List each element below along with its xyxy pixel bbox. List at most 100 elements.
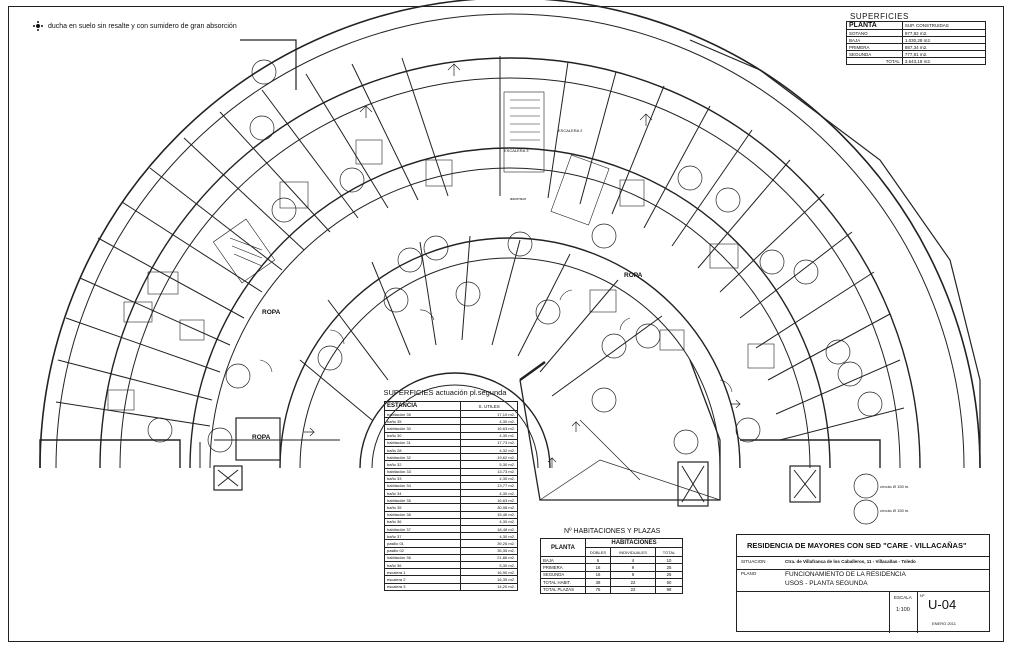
cell: habitación 36 [383,510,462,519]
cell: baño 36 [383,517,462,527]
cell: habitación 32 [383,453,462,462]
col-estancia: ESTANCIA [383,401,462,411]
cell: SEGUNDA [846,50,903,58]
cell: 887,34 m2. [901,43,987,51]
cell: 3.643,18 m2. [901,57,987,65]
cell: habitación 30 [383,424,462,433]
cell: 17,73 m2. [460,438,518,447]
cell: 6 [585,555,611,565]
cell: TOTAL HABIT. [540,578,586,587]
cell: baño 36 [383,560,462,570]
cell: 60 [655,578,683,587]
cell: habitación 36 [383,553,462,562]
ropa-bottom-label: ROPA [252,434,271,441]
col-s-utiles: S. UTILES [460,401,518,411]
plano-row: PLANO FUNCIONAMIENTO DE LA RESIDENCIA US… [737,569,989,592]
cell: 1.030,28 m2. [901,36,987,44]
situacion-label: SITUACION [741,559,766,564]
project-title: RESIDENCIA DE MAYORES CON SED "CARE - VI… [737,535,989,557]
cell: 21,86 m2. [460,553,518,562]
plano-line-2: USOS - PLANTA SEGUNDA [785,580,868,587]
cell: baño 32 [383,460,462,469]
cell: 22 [610,578,656,587]
cell: 4 [610,555,656,565]
cell: 30,98 m2. [460,503,518,512]
habitaciones-plazas: Nº HABITACIONES Y PLAZAS PLANTA HABITACI… [540,528,683,594]
cell: 777,81 m2. [901,50,987,58]
cell: TOTAL [846,57,903,65]
superficies-caption: SUPERFICIES [850,12,909,21]
cell: baño 28 [383,445,462,455]
cell: escalera 2 [383,575,462,584]
cell: 19,62 m2. [460,453,518,462]
col-individuales: INDIVIDUALES [610,547,656,557]
escala-label: ESCALA [894,595,912,600]
cell: 4,30 m2. [460,474,518,483]
ropa-center-label: ROPA [624,272,643,279]
superficies-actuacion: SUPERFICIES actuación pl.segunda ESTANCI… [372,388,518,591]
col-dobles: DOBLES [585,547,611,557]
cell: SOTANO [846,29,903,37]
title-block: RESIDENCIA DE MAYORES CON SED "CARE - VI… [736,534,990,633]
situacion-row: SITUACION Ctra. de Villafranca de los Ca… [737,557,989,570]
cell: 15,46 m2. [460,510,518,519]
cell: PRIMERA [846,43,903,51]
cell: baño 30 [383,431,462,440]
shower-legend-text: ducha en suelo sin resalte y con sumider… [48,22,237,30]
cell: habitación 31 [383,438,462,447]
cell: 5,30 m2. [460,560,518,570]
cell: 9 [610,563,656,572]
cell: 4,30 m2. [460,532,518,541]
situacion-value: Ctra. de Villafranca de los Caballeros, … [785,559,916,564]
col-sup-construidas: SUP. CONSTRUIDAS [901,21,987,30]
cell: 14,20 m2. [460,582,518,591]
ascensor-label: ascensor [510,196,527,201]
cell: BAJA [540,555,586,565]
escalera-2-label: ESCALERA 2 [558,128,583,133]
cell: 17,10 m2. [460,409,518,419]
escala-value: 1:100 [896,607,910,613]
escala-box: ESCALA 1:100 [889,591,918,633]
sheet-frame [8,6,1004,642]
col-planta: PLANTA [846,21,903,30]
shower-drain-icon [32,20,44,32]
cell: BAJA [846,36,903,44]
cell: 4,32 m2. [460,445,518,455]
col-total: TOTAL [655,547,683,557]
cell: 16,35 m2. [460,575,518,584]
cell: 4,30 m2. [460,517,518,527]
habitaciones-table: PLANTA HABITACIONES DOBLES INDIVIDUALES … [540,538,683,594]
cell: habitación 37 [383,524,462,534]
cell: 4,30 m2. [460,417,518,426]
fecha: ENERO 2011 [932,621,956,626]
